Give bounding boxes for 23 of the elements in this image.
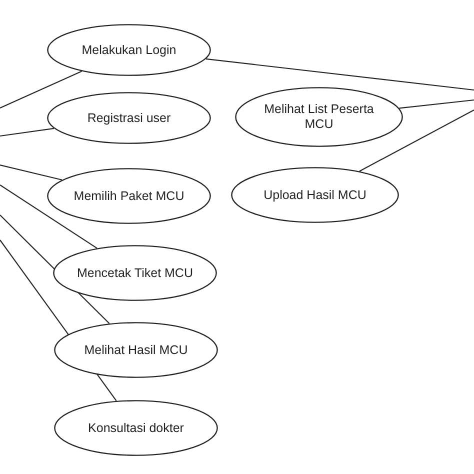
association-line [0, 184, 98, 249]
use-case-ellipse [53, 245, 217, 301]
use-case-name: Memilih Paket MCU [74, 188, 184, 204]
use-case-ellipse [54, 322, 218, 378]
use-case-ellipse [47, 24, 211, 76]
use-case-ellipse [235, 87, 403, 147]
association-line [0, 70, 82, 108]
use-case-name: Konsultasi dokter [88, 420, 184, 436]
use-case-ellipse [231, 167, 399, 223]
association-line [206, 58, 474, 91]
use-case-ellipse [54, 400, 218, 456]
use-case-name: Melihat Hasil MCU [84, 342, 188, 358]
use-case-name: Upload Hasil MCU [264, 188, 366, 202]
association-line [399, 99, 474, 109]
use-case-ellipse [47, 92, 211, 144]
use-case-ellipse [47, 168, 211, 224]
use-case-name: Registrasi user [87, 110, 171, 126]
association-line [0, 128, 54, 137]
use-case-name: Melakukan Login [82, 42, 176, 58]
use-case-name: Melihat List Peserta MCU [263, 102, 375, 132]
use-case-name: Mencetak Tiket MCU [76, 266, 193, 280]
association-line [359, 110, 474, 172]
association-line [0, 164, 62, 180]
